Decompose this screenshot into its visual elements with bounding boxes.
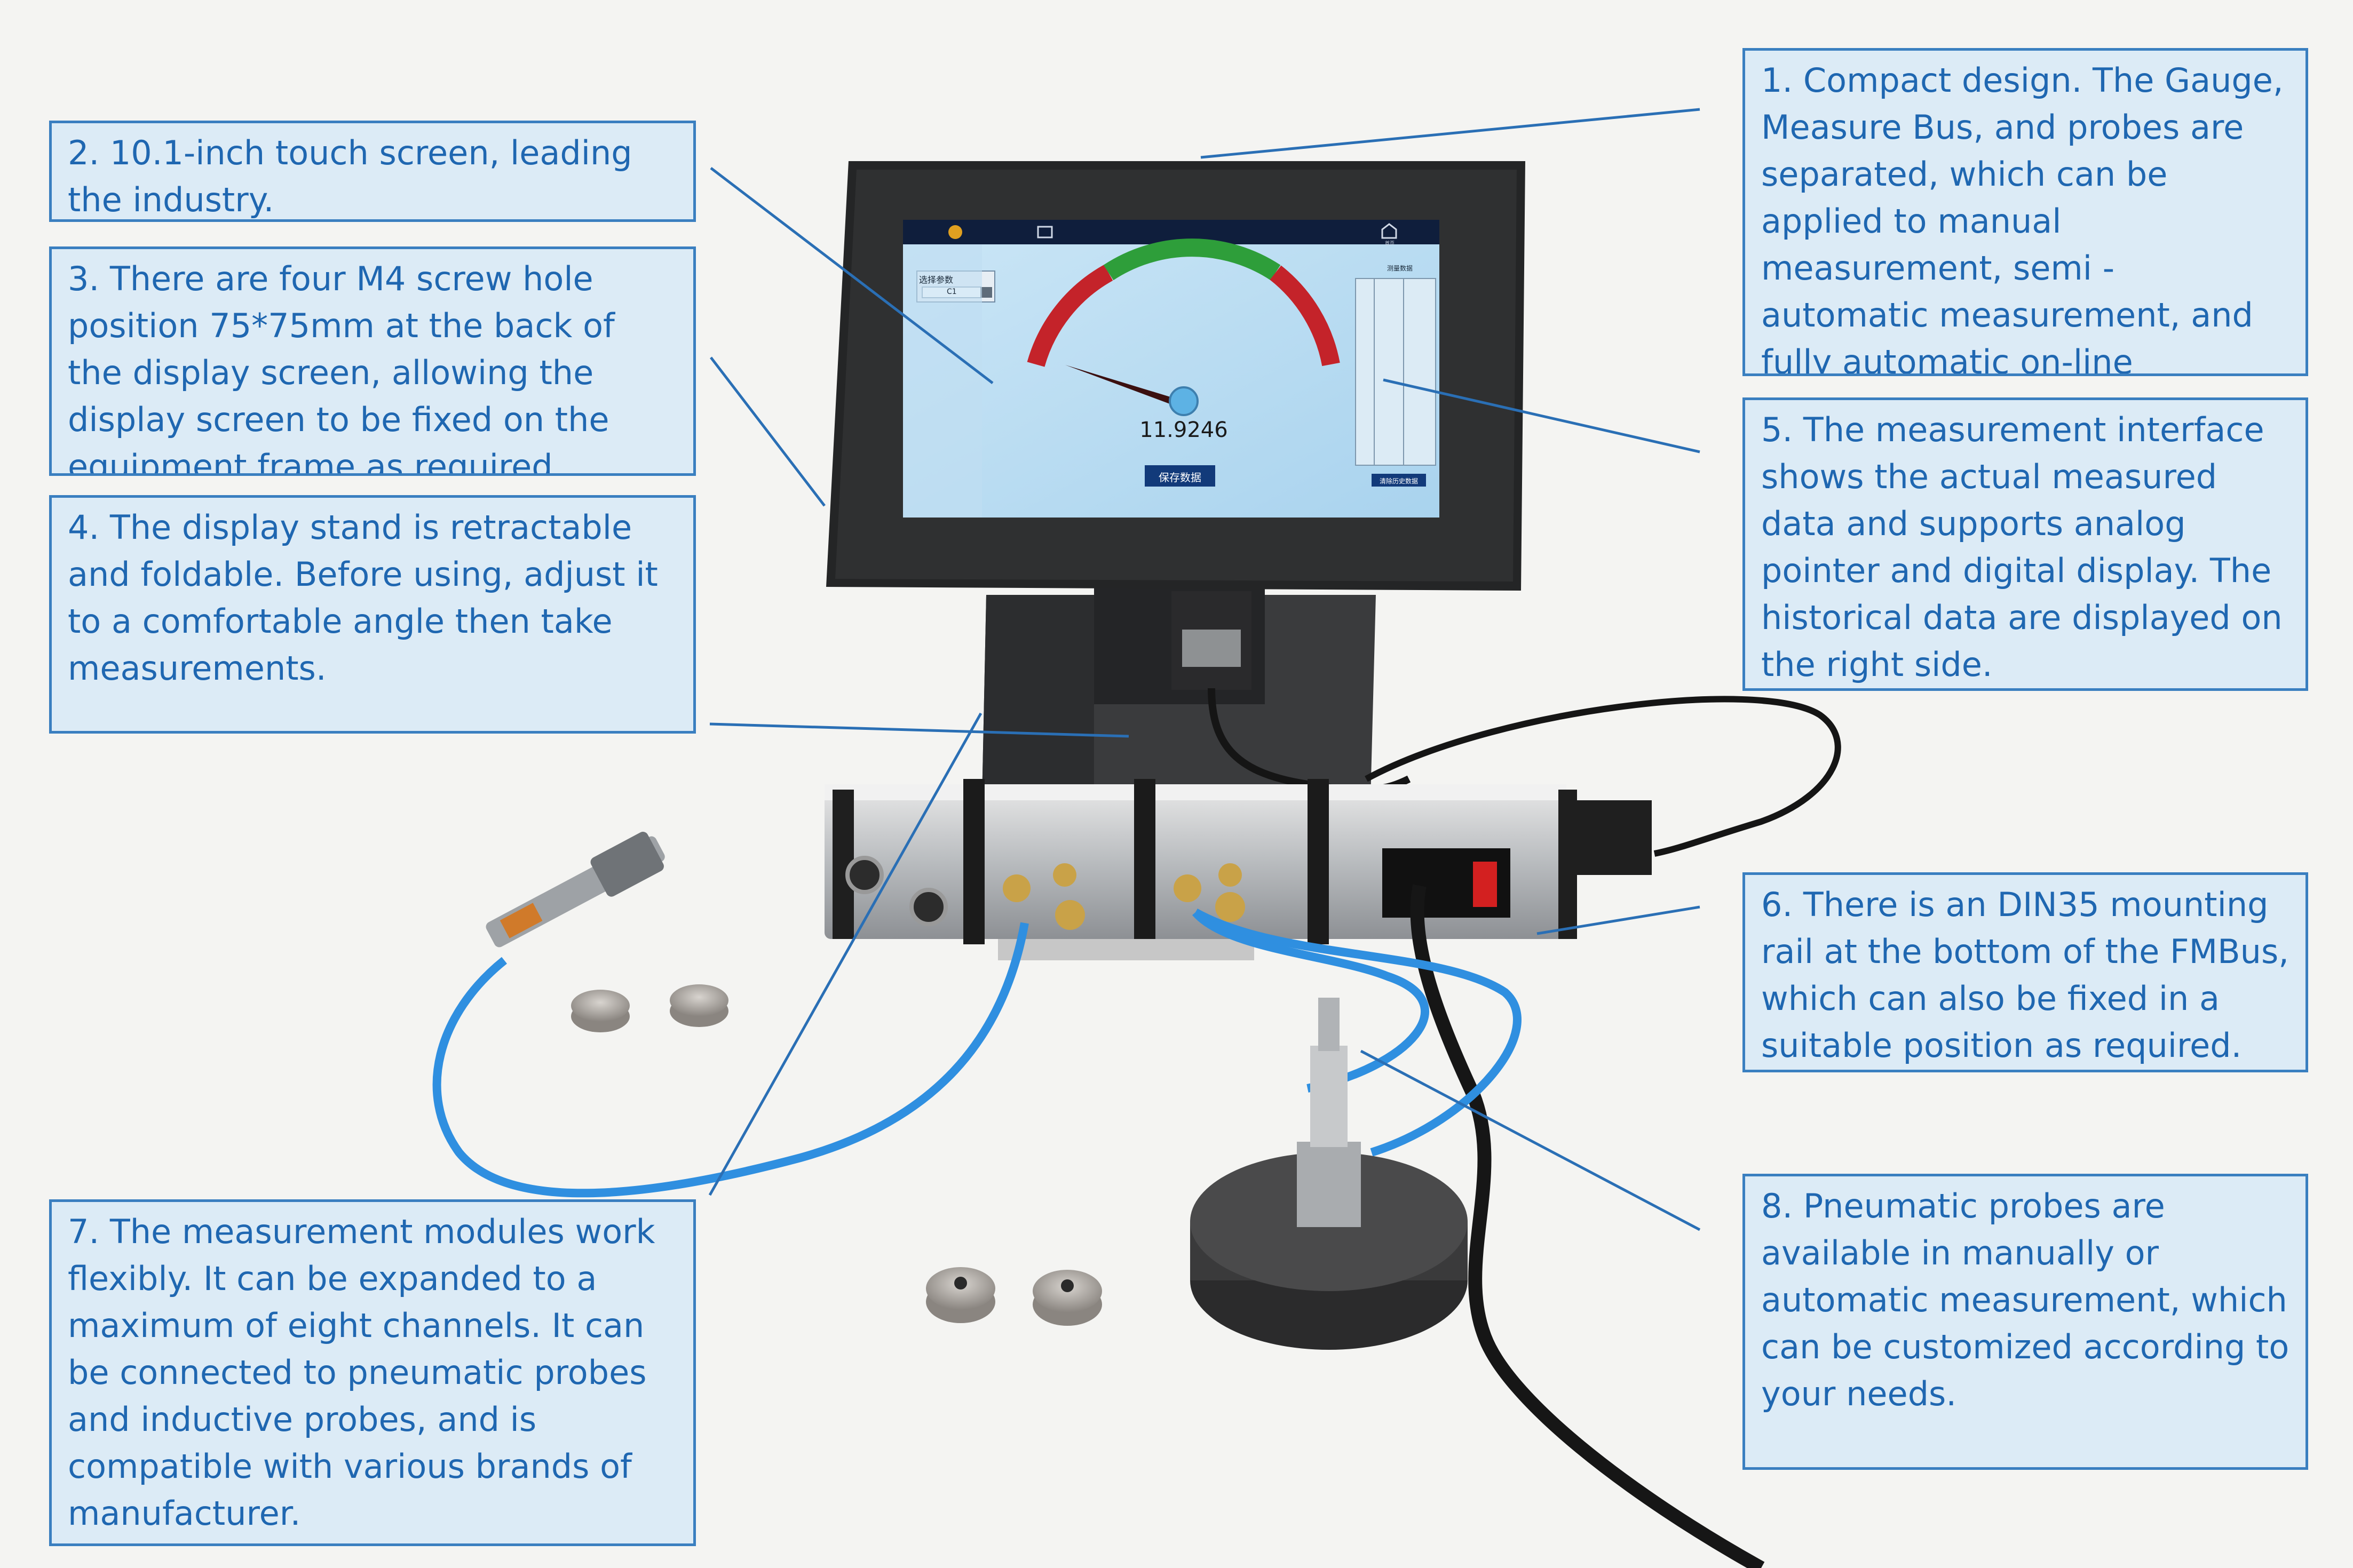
callout-8-pneumatic-probes: 8. Pneumatic probes are available in man… <box>1742 1174 2308 1470</box>
callout-1-compact-design: 1. Compact design. The Gauge, Measure Bu… <box>1742 48 2308 376</box>
history-title: 测量数据 <box>1387 265 1413 272</box>
param-label: 选择参数 <box>919 275 954 285</box>
save-data-button-label[interactable]: 保存数据 <box>1159 471 1201 484</box>
callout-7-measurement-modules: 7. The measurement modules work flexibly… <box>49 1199 696 1546</box>
gauge-pointer <box>1065 365 1177 405</box>
setting-rings <box>571 984 1102 1326</box>
home-icon <box>1381 223 1397 239</box>
param-value[interactable]: C1 <box>947 288 957 296</box>
param-dropdown-icon <box>980 287 992 298</box>
grid-icon <box>1037 226 1053 238</box>
callout-4-display-stand: 4. The display stand is retractable and … <box>49 495 696 734</box>
touch-screen-monitor <box>826 161 1525 591</box>
callout-6-din35-rail: 6. There is an DIN35 mounting rail at th… <box>1742 872 2308 1072</box>
power-cable <box>1410 884 1765 1568</box>
save-data-button <box>1145 465 1215 487</box>
gauge-red-left <box>1027 265 1113 367</box>
logo-icon <box>948 225 962 239</box>
pneumatic-probe-stand <box>1190 998 1468 1350</box>
clear-history-button <box>1372 474 1426 487</box>
leader-lines <box>708 108 1701 1231</box>
handheld-pneumatic-probe <box>486 832 665 948</box>
callout-3-screw-holes: 3. There are four M4 screw hole position… <box>49 246 696 476</box>
topbar-home-label: 首页 <box>1384 241 1395 246</box>
callout-5-measurement-interface: 5. The measurement interface shows the a… <box>1742 397 2308 691</box>
fmbus-measure-bus <box>825 779 1652 960</box>
gauge-green-arc <box>1103 238 1281 281</box>
gauge-red-right <box>1270 265 1340 367</box>
callout-2-touch-screen: 2. 10.1-inch touch screen, leading the i… <box>49 121 696 222</box>
monitor-data-cable <box>1171 591 1841 857</box>
clear-history-button-label[interactable]: 清除历史数据 <box>1379 477 1418 485</box>
history-table <box>1355 278 1436 466</box>
power-switch <box>1473 862 1497 907</box>
gauge-reading: 11.9246 <box>1139 418 1228 442</box>
gauge-hub <box>1169 386 1199 416</box>
